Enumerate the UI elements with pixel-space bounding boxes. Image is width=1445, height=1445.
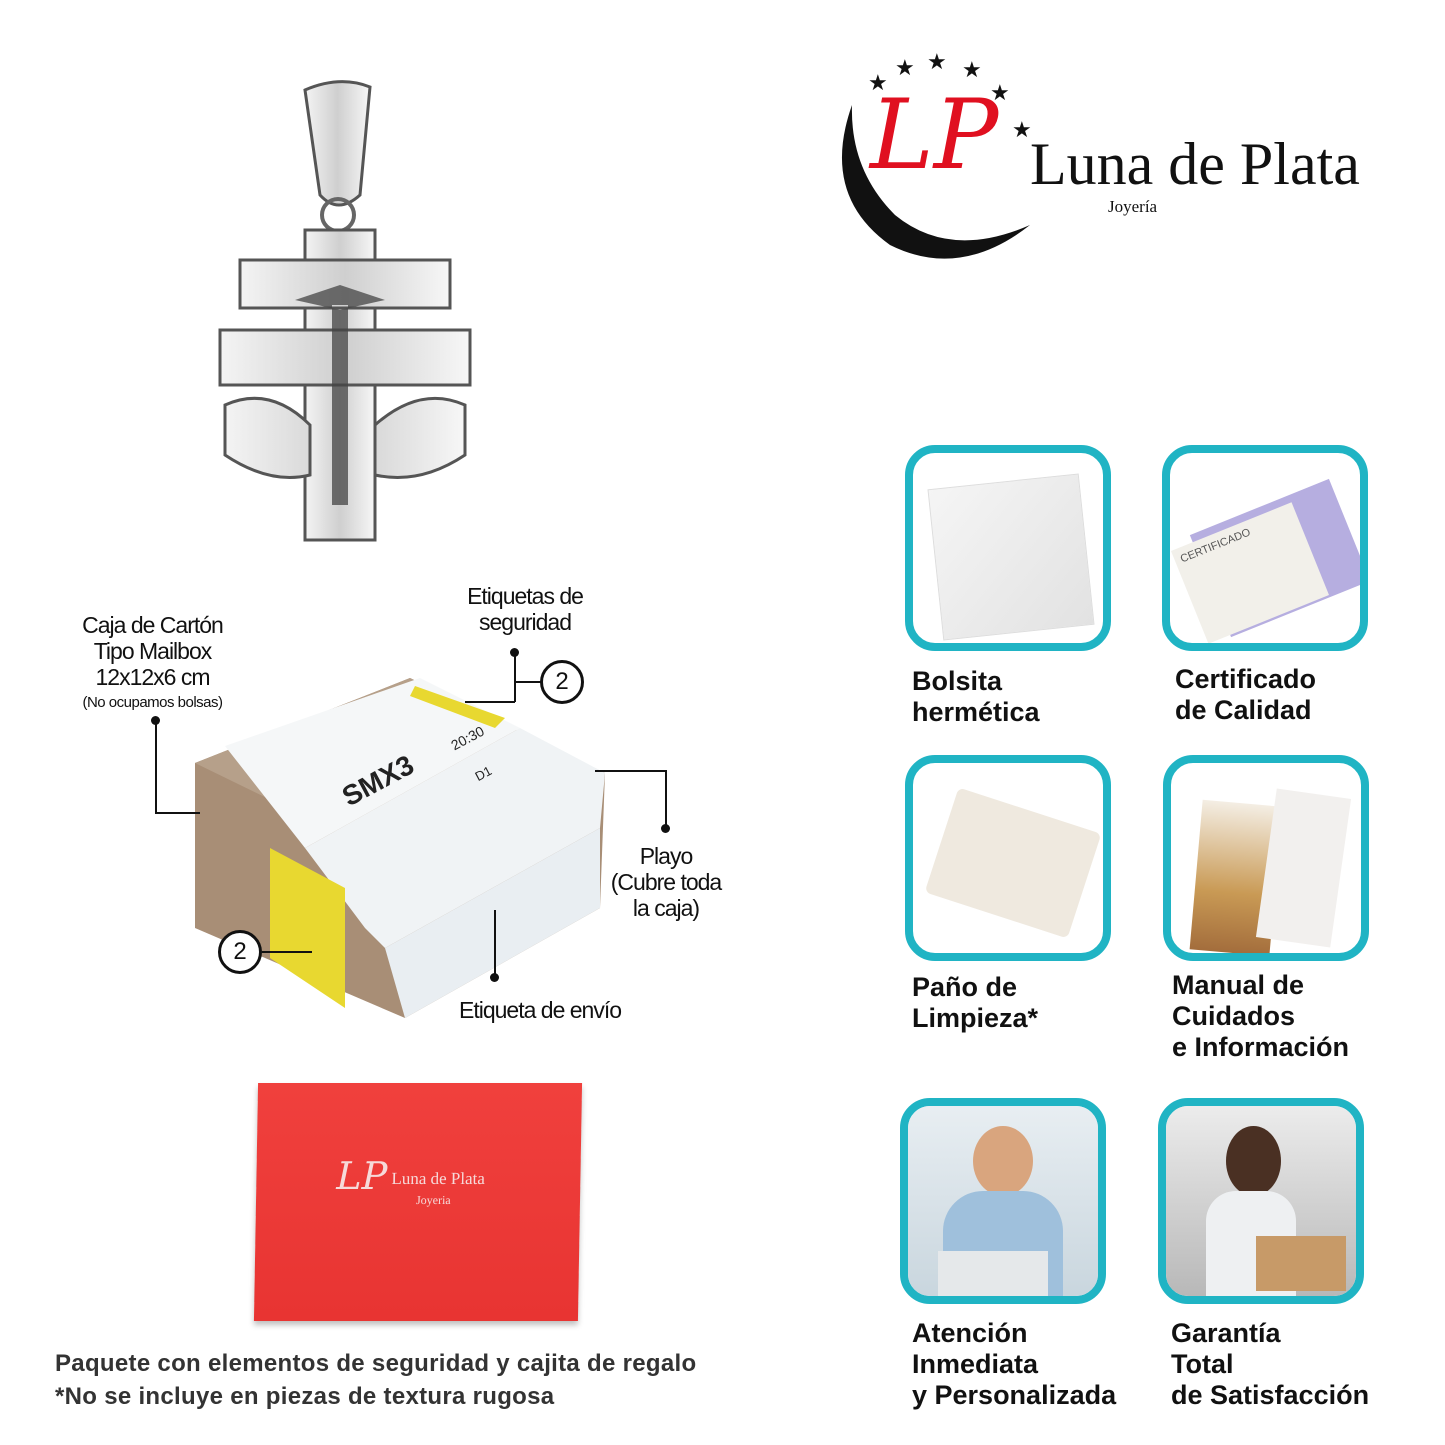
security-labels-annotation: Etiquetas de seguridad — [430, 583, 620, 635]
wrap-line: la caja) — [632, 895, 700, 921]
security-labels-line: seguridad — [478, 609, 572, 635]
satisfaction-image-tile — [1158, 1098, 1364, 1304]
logo-brand-text: Luna de Plata — [1030, 131, 1360, 197]
cleaning-cloth-icon — [924, 787, 1102, 939]
gift-box-subtitle: Joyeria — [415, 1193, 451, 1207]
logo-subtitle: Joyería — [1108, 197, 1158, 216]
manual-image-tile — [1163, 755, 1369, 961]
svg-text:★: ★ — [895, 55, 915, 80]
wrap-annotation: Playo (Cubre toda la caja) — [590, 843, 742, 921]
gift-box-monogram: LP — [336, 1154, 388, 1198]
svg-text:★: ★ — [990, 80, 1010, 105]
svg-text:★: ★ — [927, 49, 947, 74]
box-type-line: 12x12x6 cm — [95, 664, 210, 690]
shipping-label-annotation: Etiqueta de envío — [458, 997, 622, 1023]
box-note: (No ocupamos bolsas) — [82, 694, 223, 711]
gift-box-brand: Luna de Plata — [391, 1169, 486, 1188]
cross-pendant-image — [218, 80, 472, 542]
box-type-line: Caja de Cartón — [82, 612, 224, 638]
footer-note-exclusion: *No se incluye en piezas de textura rugo… — [55, 1383, 555, 1410]
logo-monogram: LP — [870, 79, 999, 191]
certificate-image-tile: CERTIFICADO — [1162, 445, 1368, 651]
wrap-line: (Cubre toda — [610, 869, 722, 895]
wrap-line: Playo — [639, 843, 694, 869]
zip-bag-icon — [927, 473, 1095, 641]
open-box-icon — [1256, 1236, 1346, 1291]
luna-de-plata-logo: ★★★★★★ LP Luna de Plata Joyería — [830, 45, 1390, 270]
footer-note-package: Paquete con elementos de seguridad y caj… — [55, 1350, 697, 1377]
bag-image-tile — [905, 445, 1111, 651]
box-type-annotation: Caja de Cartón Tipo Mailbox 12x12x6 cm (… — [40, 612, 265, 712]
svg-text:★: ★ — [962, 57, 982, 82]
shipping-box-image: SMX3 20:30 D1 — [195, 678, 610, 1018]
security-count-badge: 2 — [218, 930, 262, 974]
cloth-image-tile — [905, 755, 1111, 961]
security-count-badge: 2 — [540, 660, 584, 704]
box-type-line: Tipo Mailbox — [93, 638, 213, 664]
happy-customer-icon — [1226, 1126, 1281, 1196]
security-labels-line: Etiquetas de — [467, 583, 584, 609]
svg-text:★: ★ — [1012, 117, 1032, 142]
support-image-tile — [900, 1098, 1106, 1304]
svg-text:★: ★ — [868, 70, 888, 95]
gift-box-image: LP Luna de Plata Joyeria — [253, 1083, 583, 1321]
support-agent-icon — [973, 1126, 1033, 1196]
